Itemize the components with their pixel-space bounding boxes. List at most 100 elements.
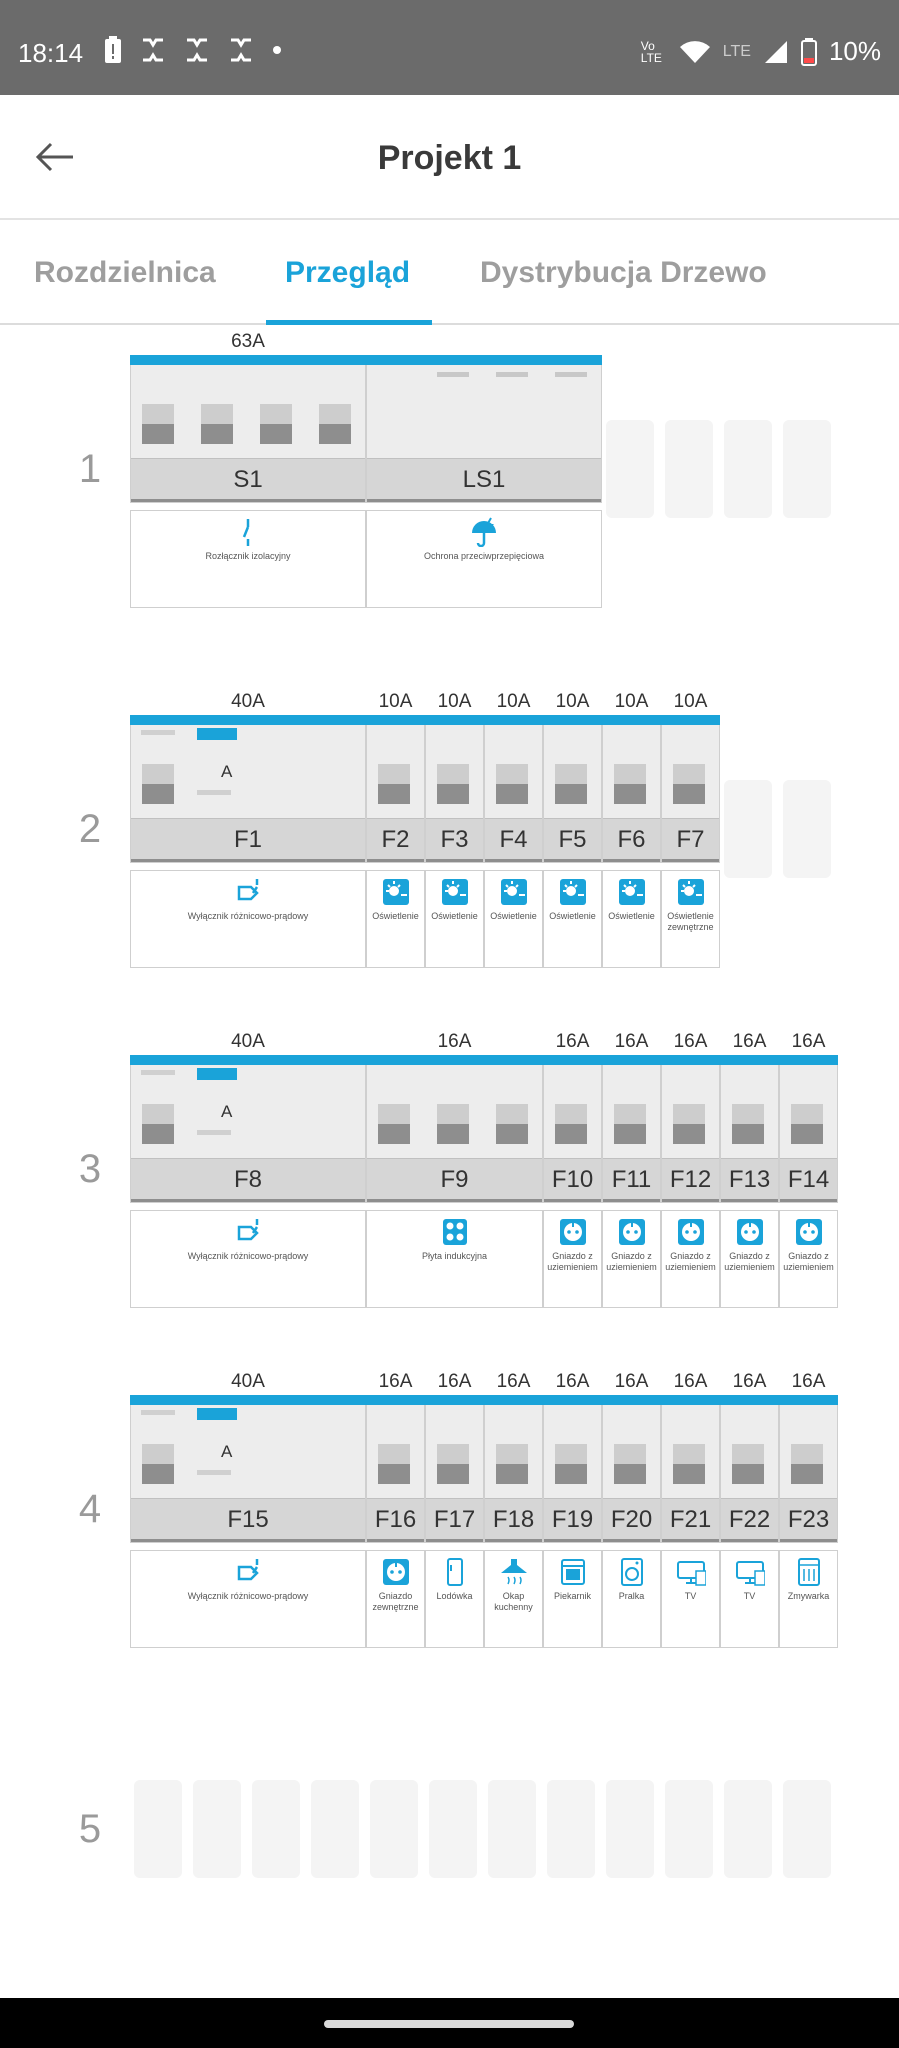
module-description[interactable]: Okap kuchenny	[484, 1550, 543, 1648]
empty-slot[interactable]	[783, 780, 831, 878]
module-description[interactable]: Gniazdo z uziemieniem	[779, 1210, 838, 1308]
module-description[interactable]: Lodówka	[425, 1550, 484, 1648]
empty-slot[interactable]	[606, 420, 654, 518]
module-top-bar	[543, 715, 602, 725]
surge-umbrella-icon	[472, 517, 496, 547]
module-toggle	[378, 764, 410, 804]
module-description[interactable]: Wyłącznik różnicowo-prądowy	[130, 1550, 366, 1648]
module-f18[interactable]: F18	[484, 1395, 543, 1543]
empty-slot[interactable]	[370, 1780, 418, 1878]
module-toggle	[555, 1444, 587, 1484]
back-button[interactable]	[30, 135, 80, 179]
module-description[interactable]: Pralka	[602, 1550, 661, 1648]
empty-slot[interactable]	[429, 1780, 477, 1878]
module-rating: 10A	[378, 691, 413, 712]
description-text: Piekarnik	[553, 1591, 591, 1601]
fridge-icon	[446, 1558, 463, 1586]
module-f5[interactable]: F5	[543, 715, 602, 863]
module-description[interactable]: Wyłącznik różnicowo-prądowy	[130, 1210, 366, 1308]
module-f9[interactable]: F9	[366, 1055, 543, 1203]
empty-slot[interactable]	[547, 1780, 595, 1878]
module-f17[interactable]: F17	[425, 1395, 484, 1543]
hood-icon	[500, 1559, 527, 1585]
tab-przeglad[interactable]: Przegląd	[285, 256, 411, 289]
module-description[interactable]: Gniazdo zewnętrzne	[366, 1550, 425, 1648]
module-f14[interactable]: F14	[779, 1055, 838, 1203]
module-f16[interactable]: F16	[366, 1395, 425, 1543]
empty-slot[interactable]	[134, 1780, 182, 1878]
module-indicator	[197, 1470, 231, 1475]
empty-slot[interactable]	[724, 780, 772, 878]
empty-slot[interactable]	[488, 1780, 536, 1878]
module-description[interactable]: Rozłącznik izolacyjny	[130, 510, 366, 608]
empty-slot[interactable]	[783, 1780, 831, 1878]
empty-slot[interactable]	[724, 420, 772, 518]
module-top-bar	[366, 1055, 543, 1065]
module-description[interactable]: Oświetlenie	[602, 870, 661, 968]
empty-slot[interactable]	[783, 420, 831, 518]
module-f12[interactable]: F12	[661, 1055, 720, 1203]
module-description[interactable]: Gniazdo z uziemieniem	[602, 1210, 661, 1308]
empty-slot[interactable]	[311, 1780, 359, 1878]
module-description[interactable]: Oświetlenie	[366, 870, 425, 968]
description-text: Oświetlenie	[431, 911, 478, 921]
module-top-bar	[366, 715, 425, 725]
description-text: Ochrona przeciwprzepięciowa	[423, 551, 545, 561]
module-description[interactable]: Wyłącznik różnicowo-prądowy	[130, 870, 366, 968]
module-top-bar	[130, 1395, 366, 1405]
empty-slot[interactable]	[252, 1780, 300, 1878]
module-f13[interactable]: F13	[720, 1055, 779, 1203]
socket-icon	[618, 1219, 645, 1245]
module-f4[interactable]: F4	[484, 715, 543, 863]
module-top-bar	[425, 1395, 484, 1405]
module-description[interactable]: Gniazdo z uziemieniem	[543, 1210, 602, 1308]
module-f6[interactable]: F6	[602, 715, 661, 863]
module-rating: 40A	[231, 691, 265, 712]
module-description[interactable]: TV	[720, 1550, 779, 1648]
tv-icon	[735, 1561, 765, 1586]
module-f3[interactable]: F3	[425, 715, 484, 863]
module-f2[interactable]: F2	[366, 715, 425, 863]
module-description[interactable]: Oświetlenie	[543, 870, 602, 968]
module-top-bar	[661, 1055, 720, 1065]
rcd-icon	[237, 1559, 259, 1581]
module-description[interactable]: Oświetlenie	[425, 870, 484, 968]
module-f11[interactable]: F11	[602, 1055, 661, 1203]
tab-rozdzielnica[interactable]: Rozdzielnica	[34, 256, 216, 289]
empty-slot[interactable]	[193, 1780, 241, 1878]
empty-slot[interactable]	[724, 1780, 772, 1878]
module-description[interactable]: Oświetlenie zewnętrzne	[661, 870, 720, 968]
tab-dystrybucja-drzewo[interactable]: Dystrybucja Drzewo	[480, 256, 767, 289]
module-description[interactable]: Płyta indukcyjna	[366, 1210, 543, 1308]
module-description[interactable]: Gniazdo z uziemieniem	[720, 1210, 779, 1308]
module-top-bar	[366, 1395, 425, 1405]
module-f7[interactable]: F7	[661, 715, 720, 863]
module-description[interactable]: Piekarnik	[543, 1550, 602, 1648]
module-f19[interactable]: F19	[543, 1395, 602, 1543]
empty-slot[interactable]	[665, 420, 713, 518]
rcd-test-button	[197, 1408, 237, 1420]
module-f20[interactable]: F20	[602, 1395, 661, 1543]
module-description[interactable]: TV	[661, 1550, 720, 1648]
module-ls1[interactable]: LS1	[366, 355, 602, 503]
module-label: F5	[544, 818, 601, 862]
module-description[interactable]: Ochrona przeciwprzepięciowa	[366, 510, 602, 608]
rcd-icon	[237, 879, 259, 901]
module-description[interactable]: Zmywarka	[779, 1550, 838, 1648]
module-f21[interactable]: F21	[661, 1395, 720, 1543]
module-description[interactable]: Oświetlenie	[484, 870, 543, 968]
module-f23[interactable]: F23	[779, 1395, 838, 1543]
module-f22[interactable]: F22	[720, 1395, 779, 1543]
home-gesture-handle[interactable]	[324, 2020, 574, 2028]
empty-slot[interactable]	[606, 1780, 654, 1878]
module-s1[interactable]: S1	[130, 355, 366, 503]
module-rating: 16A	[437, 1371, 472, 1392]
module-description[interactable]: Gniazdo z uziemieniem	[661, 1210, 720, 1308]
module-f10[interactable]: F10	[543, 1055, 602, 1203]
module-toggle	[791, 1444, 823, 1484]
empty-slot[interactable]	[665, 1780, 713, 1878]
description-text: TV	[743, 1591, 756, 1601]
